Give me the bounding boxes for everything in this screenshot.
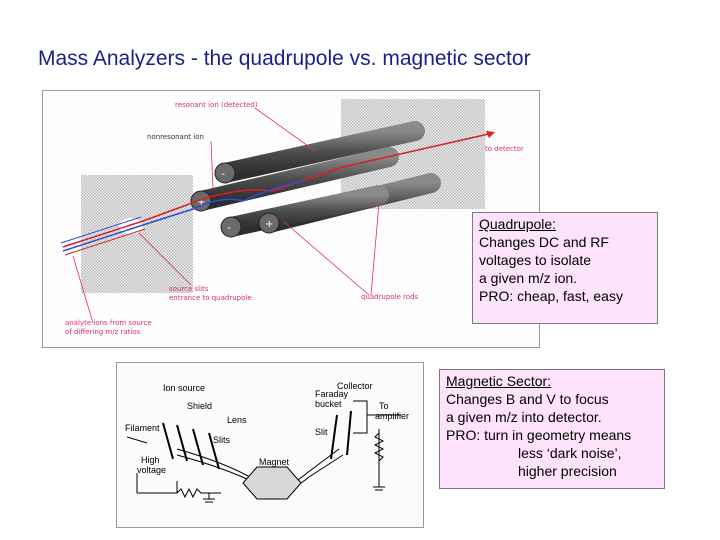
magnetic-callout-line: less ‘dark noise’, bbox=[518, 445, 622, 461]
quadrupole-callout-title: Quadrupole: bbox=[479, 216, 557, 232]
quadrupole-callout: Quadrupole: Changes DC and RF voltages t… bbox=[472, 212, 658, 324]
label-source-slits: source slits bbox=[169, 285, 209, 293]
label-quadrupole-rods: quadrupole rods bbox=[361, 293, 419, 301]
svg-text:-: - bbox=[227, 221, 231, 234]
quadrupole-callout-line: Changes DC and RF bbox=[479, 234, 609, 250]
label-resonant-ion: resonant ion (detected) bbox=[175, 101, 258, 109]
svg-text:+: + bbox=[197, 197, 205, 208]
label-ion-source: Ion source bbox=[163, 383, 205, 393]
leader-lines bbox=[72, 107, 380, 324]
label-amplifier: amplifier bbox=[375, 411, 409, 421]
magnetic-callout-line: higher precision bbox=[518, 463, 617, 479]
label-filament: Filament bbox=[125, 423, 160, 433]
label-magnet: Magnet bbox=[259, 457, 290, 467]
sector-schematic bbox=[126, 400, 401, 503]
label-to: To bbox=[379, 401, 389, 411]
ion-beams bbox=[60, 131, 495, 256]
quadrupole-diagram: - + + - resonant ion (detected) nonreson… bbox=[42, 90, 540, 348]
label-nonresonant-ion: nonresonant ion bbox=[147, 133, 204, 141]
quadrupole-rods: - + + - bbox=[190, 121, 441, 238]
label-slit: Slit bbox=[315, 427, 328, 437]
label-to-detector: to detector bbox=[485, 145, 524, 153]
label-faraday: Faraday bbox=[315, 389, 349, 399]
magnetic-callout-title: Magnetic Sector: bbox=[446, 373, 552, 389]
magnetic-callout-line: PRO: turn in geometry means bbox=[446, 427, 632, 443]
label-shield: Shield bbox=[187, 401, 212, 411]
quadrupole-callout-line: a given m/z ion. bbox=[479, 270, 578, 286]
label-slits: Slits bbox=[213, 435, 231, 445]
label-lens: Lens bbox=[227, 415, 247, 425]
magnetic-callout-line: a given m/z into detector. bbox=[446, 409, 602, 425]
label-entrance-quadrupole: entrance to quadrupole bbox=[169, 294, 252, 302]
source-slit-panel bbox=[81, 175, 193, 293]
magnetic-drawing: Ion source Collector Shield Filament Len… bbox=[117, 363, 423, 527]
svg-text:-: - bbox=[221, 167, 225, 180]
quadrupole-callout-line: voltages to isolate bbox=[479, 252, 592, 268]
label-differing-mz: of differing m/z ratios bbox=[65, 328, 141, 336]
label-voltage: voltage bbox=[137, 465, 166, 475]
label-bucket: bucket bbox=[315, 399, 342, 409]
quadrupole-callout-line: PRO: cheap, fast, easy bbox=[479, 288, 623, 304]
label-analyte-ions: analyte ions from source bbox=[65, 319, 152, 327]
magnetic-callout-line: Changes B and V to focus bbox=[446, 391, 609, 407]
slide-title: Mass Analyzers - the quadrupole vs. magn… bbox=[38, 47, 531, 70]
svg-text:+: + bbox=[265, 219, 273, 230]
label-collector: Collector bbox=[337, 381, 373, 391]
magnetic-sector-diagram: Ion source Collector Shield Filament Len… bbox=[116, 362, 424, 528]
quadrupole-drawing: - + + - resonant ion (detected) nonreson… bbox=[60, 99, 524, 336]
magnetic-callout: Magnetic Sector: Changes B and V to focu… bbox=[439, 369, 665, 489]
label-high: High bbox=[141, 455, 160, 465]
